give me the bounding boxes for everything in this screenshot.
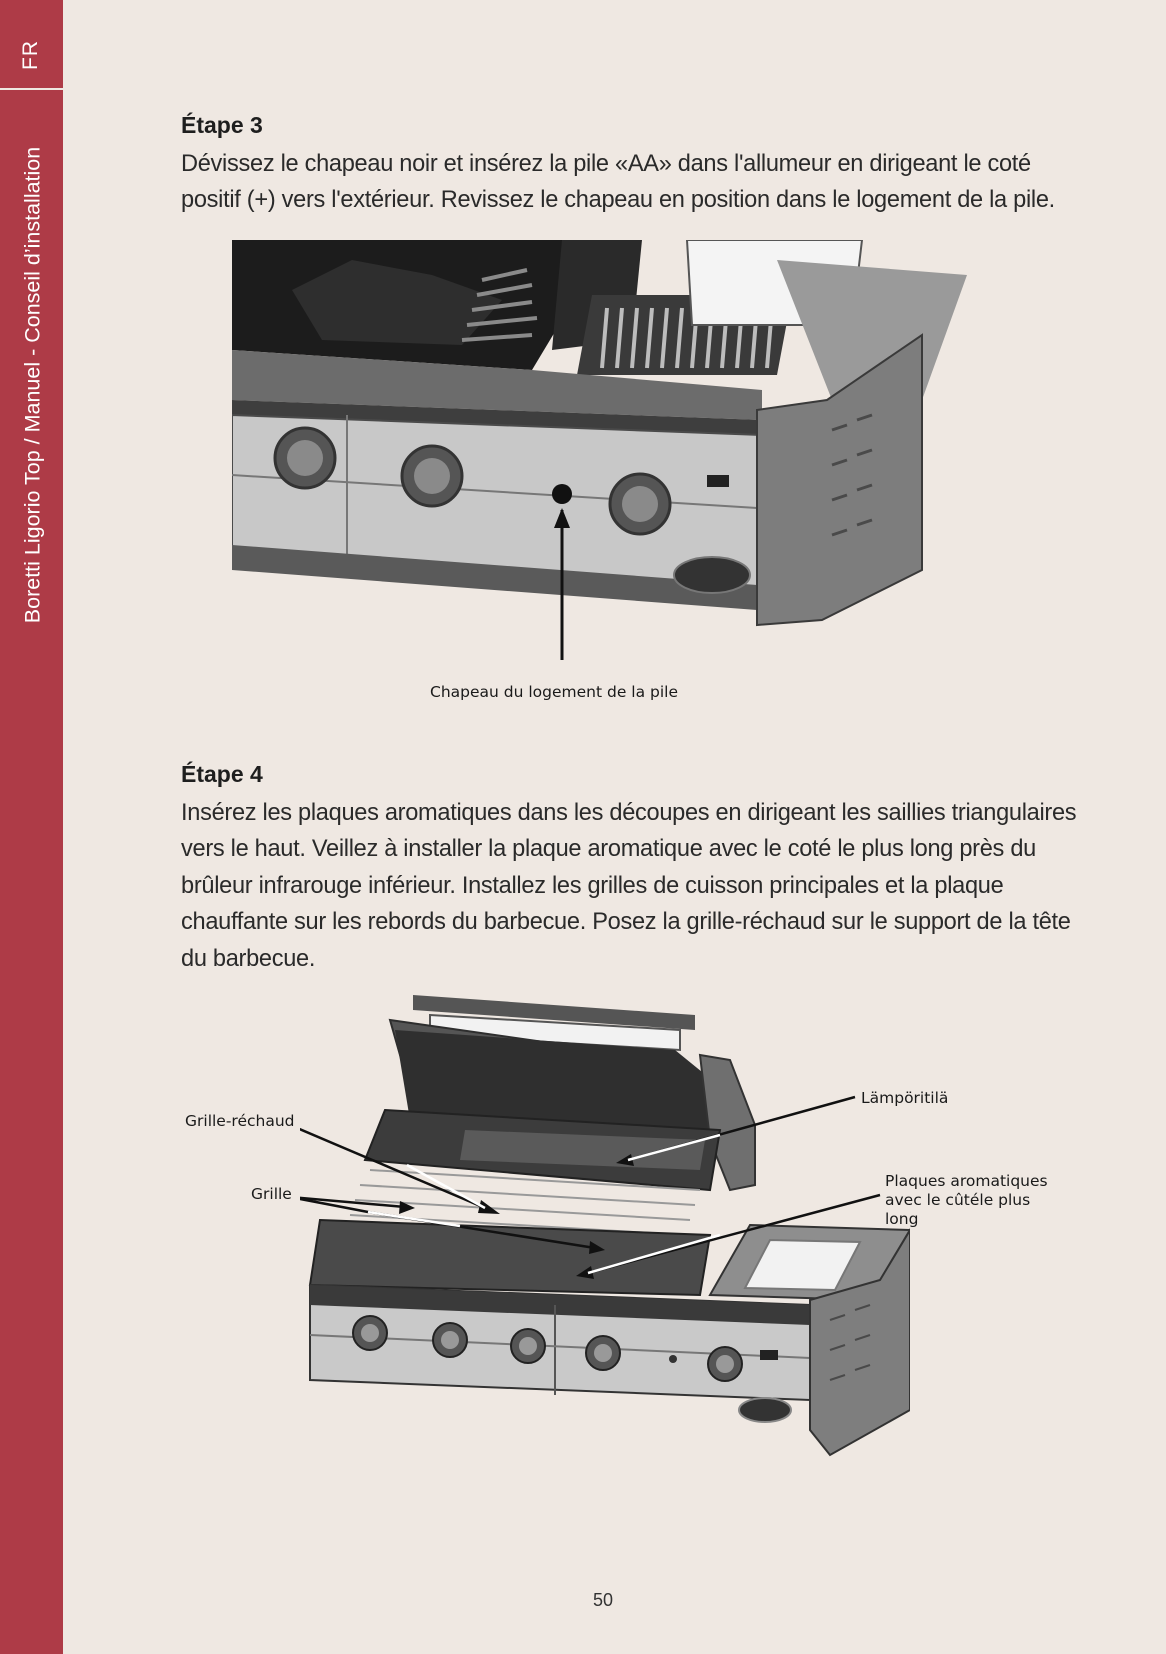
language-tab: FR (0, 0, 63, 90)
flavor-plates-line3: long (885, 1210, 919, 1228)
step3-figure (232, 240, 967, 660)
battery-cap-callout: Chapeau du logement de la pile (430, 683, 679, 701)
flavor-plates-callout: Plaques aromatiques avec le cûtéle plus … (885, 1172, 1048, 1229)
step3-heading: Étape 3 (181, 112, 263, 138)
side-band: FR Boretti Ligorio Top / Manuel - Consei… (0, 0, 63, 1654)
warming-rack-callout: Grille-réchaud (185, 1112, 295, 1130)
document-title: Boretti Ligorio Top / Manuel - Conseil d… (20, 146, 45, 624)
page-number: 50 (592, 1590, 614, 1610)
step4-text: Insérez les plaques aromatiques dans les… (181, 800, 1077, 972)
step4-figure (300, 995, 910, 1457)
heat-shield-callout: Lämpöritilä (861, 1089, 949, 1107)
step3-text: Dévissez le chapeau noir et insérez la p… (181, 151, 1055, 214)
language-label: FR (19, 40, 42, 70)
grill-callout: Grille (251, 1185, 292, 1203)
flavor-plates-line1: Plaques aromatiques (885, 1172, 1048, 1190)
step4-heading: Étape 4 (181, 761, 263, 787)
flavor-plates-line2: avec le cûtéle plus (885, 1191, 1031, 1209)
